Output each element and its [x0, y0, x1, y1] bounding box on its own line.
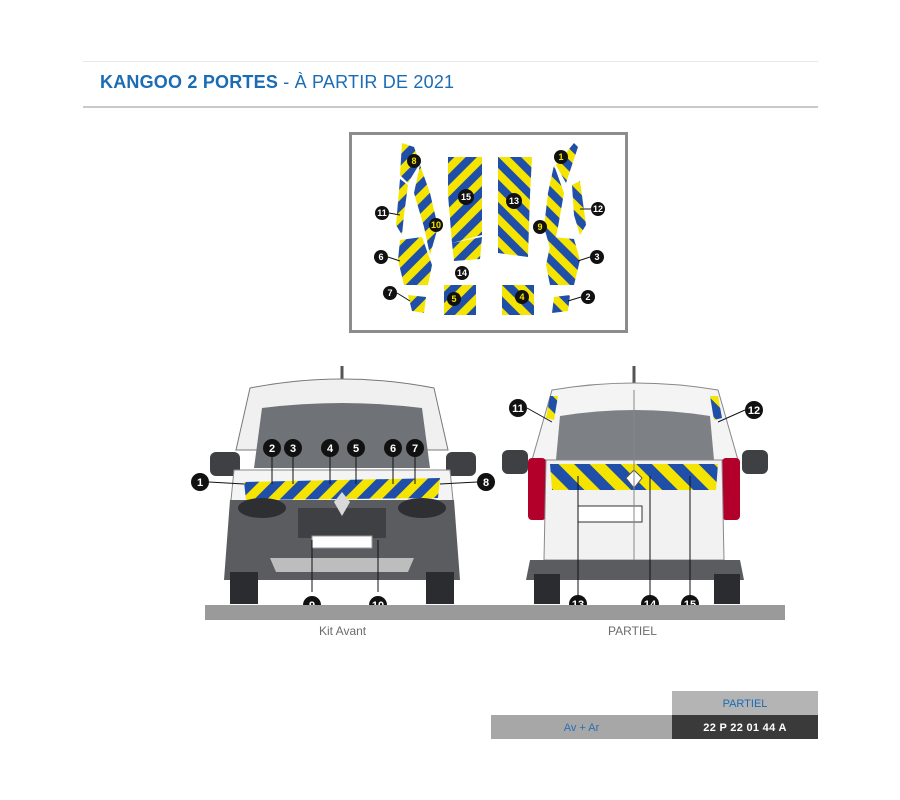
kit-label-1: 1 [554, 150, 568, 164]
svg-text:14: 14 [457, 268, 467, 278]
svg-text:15: 15 [461, 192, 471, 202]
callout-1: 1 [191, 473, 209, 491]
kit-label-6: 6 [374, 250, 388, 264]
svg-text:4: 4 [519, 292, 524, 302]
svg-text:1: 1 [197, 477, 203, 489]
top-divider [83, 61, 818, 62]
kit-label-8: 8 [407, 154, 421, 168]
svg-text:7: 7 [387, 288, 392, 298]
svg-text:12: 12 [593, 204, 603, 214]
svg-text:9: 9 [537, 222, 542, 232]
kit-piece-12 [572, 181, 586, 235]
callout-6: 6 [384, 439, 402, 457]
van-diagrams: 1 8 2 3 4 5 6 7 9 10 11 12 [191, 366, 768, 610]
kit-reference-cell: 22 P 22 01 44 A [672, 715, 818, 739]
svg-text:2: 2 [585, 292, 590, 302]
svg-text:5: 5 [353, 443, 359, 455]
kit-piece-3 [546, 237, 580, 285]
title-divider [83, 106, 818, 108]
kit-piece-1 [556, 143, 578, 183]
kit-piece-7 [408, 295, 426, 313]
callout-3: 3 [284, 439, 302, 457]
callout-2: 2 [263, 439, 281, 457]
front-van [210, 366, 476, 604]
kit-label-7: 7 [383, 286, 397, 300]
svg-text:1: 1 [558, 152, 563, 162]
svg-text:13: 13 [509, 196, 519, 206]
callout-11: 11 [509, 399, 527, 417]
callout-4: 4 [321, 439, 339, 457]
svg-text:8: 8 [411, 156, 416, 166]
kit-piece-2 [552, 295, 570, 313]
svg-text:2: 2 [269, 443, 275, 455]
svg-text:6: 6 [378, 252, 383, 262]
kit-label-13: 13 [506, 193, 522, 209]
svg-text:12: 12 [748, 405, 760, 417]
title-separator: - [278, 72, 295, 92]
kit-position-cell: Av + Ar [491, 715, 672, 739]
callout-7: 7 [406, 439, 424, 457]
callout-12: 12 [745, 401, 763, 419]
callout-5: 5 [347, 439, 365, 457]
svg-text:13: 13 [572, 599, 584, 610]
ground-strip [205, 605, 785, 620]
kit-label-2: 2 [581, 290, 595, 304]
svg-text:10: 10 [431, 220, 441, 230]
page-title: KANGOO 2 PORTES - À PARTIR DE 2021 [100, 72, 454, 93]
kit-label-3: 3 [590, 250, 604, 264]
rear-view-caption: PARTIEL [608, 624, 657, 638]
svg-text:15: 15 [684, 599, 696, 610]
kit-label-11: 11 [375, 206, 389, 220]
kit-pieces-panel: 8 1 15 13 11 12 10 9 6 3 14 7 2 5 4 [349, 132, 628, 333]
callout-8: 8 [477, 473, 495, 491]
svg-text:11: 11 [512, 403, 524, 415]
svg-text:6: 6 [390, 443, 396, 455]
title-year: À PARTIR DE 2021 [294, 72, 455, 92]
kit-label-9: 9 [533, 220, 547, 234]
kit-label-12: 12 [591, 202, 605, 216]
kit-label-15: 15 [458, 189, 474, 205]
svg-text:14: 14 [644, 599, 657, 610]
svg-text:4: 4 [327, 443, 334, 455]
kit-label-14: 14 [455, 266, 469, 280]
kit-piece-6 [398, 237, 432, 285]
svg-text:7: 7 [412, 443, 418, 455]
kit-piece-10 [414, 165, 438, 255]
title-model: KANGOO 2 PORTES [100, 72, 279, 92]
svg-text:3: 3 [290, 443, 296, 455]
svg-text:8: 8 [483, 477, 489, 489]
rear-van [502, 366, 768, 604]
kit-piece-14 [452, 237, 482, 261]
kit-type-cell: PARTIEL [672, 691, 818, 715]
kit-piece-11 [396, 179, 408, 235]
svg-text:11: 11 [377, 208, 387, 218]
kit-label-4: 4 [515, 290, 529, 304]
kit-label-5: 5 [447, 292, 461, 306]
svg-text:5: 5 [451, 294, 456, 304]
svg-text:3: 3 [594, 252, 599, 262]
front-view-caption: Kit Avant [319, 624, 367, 638]
kit-label-10: 10 [429, 218, 443, 232]
kit-piece-9 [544, 165, 564, 255]
